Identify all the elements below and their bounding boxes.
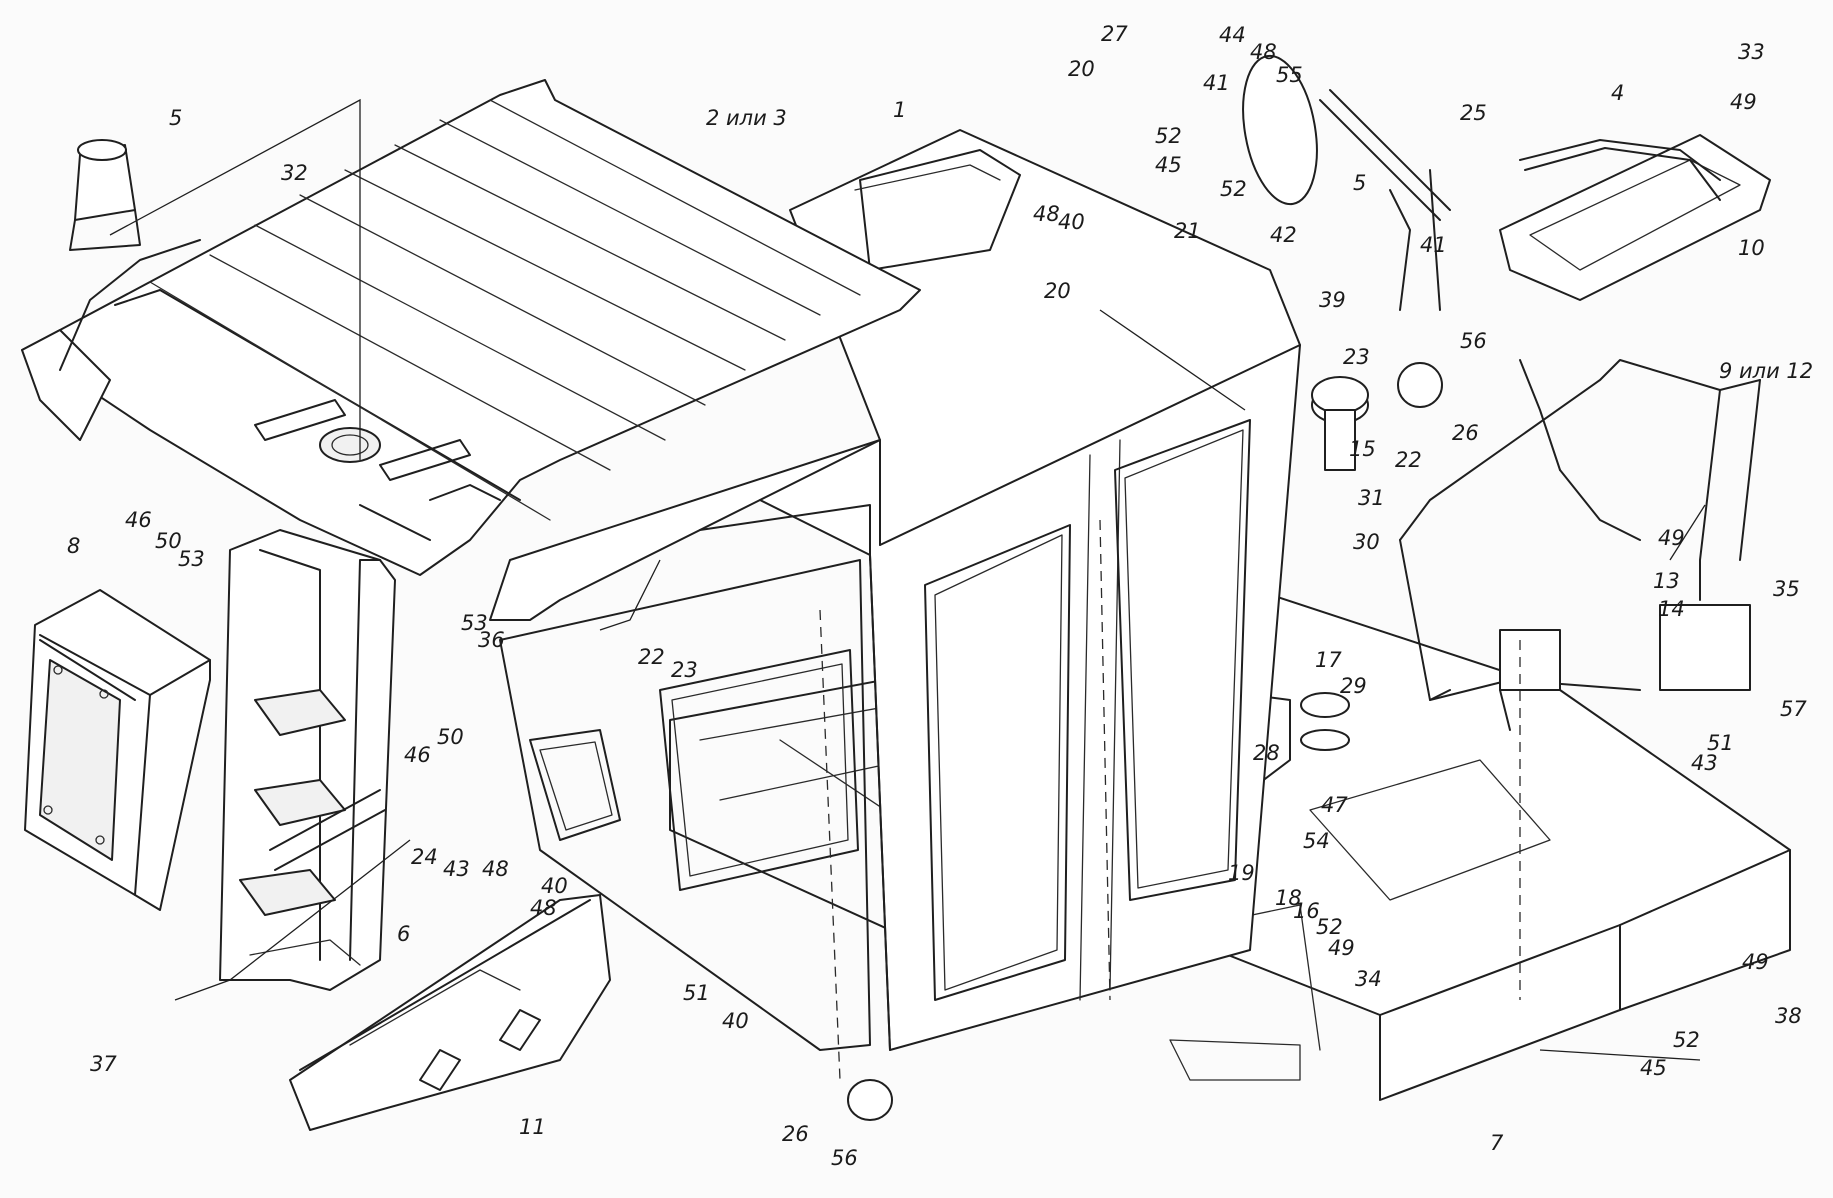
callout-54: 54 <box>1303 829 1330 853</box>
callout-34: 34 <box>1355 967 1382 991</box>
callout-40-ladder: 40 <box>541 874 568 898</box>
callout-25: 25 <box>1460 101 1487 125</box>
callout-53-box: 53 <box>178 547 205 571</box>
callout-56-top: 56 <box>1460 329 1487 353</box>
callout-14: 14 <box>1658 597 1685 621</box>
callout-21: 21 <box>1174 219 1201 243</box>
callout-48-top-right: 48 <box>1250 40 1277 64</box>
callout-49-bottom: 49 <box>1742 950 1769 974</box>
callout-19: 19 <box>1228 861 1255 885</box>
callout-23-washer: 23 <box>671 658 698 682</box>
callout-51-right: 51 <box>1707 731 1734 755</box>
callout-16: 16 <box>1293 899 1320 923</box>
callout-26-bottom: 26 <box>782 1122 809 1146</box>
callout-46-box: 46 <box>125 508 152 532</box>
tool-box <box>24 589 211 911</box>
callout-5-handle: 5 <box>1353 171 1366 195</box>
callout-4: 4 <box>1611 81 1624 105</box>
callout-40-top: 40 <box>1058 210 1085 234</box>
callout-45-top: 45 <box>1155 153 1182 177</box>
callout-44: 44 <box>1219 23 1246 47</box>
mirror-assembly <box>1242 54 1451 311</box>
callout-50-ladder: 50 <box>437 725 464 749</box>
callout-28: 28 <box>1253 741 1280 765</box>
cab-body <box>489 129 1301 1051</box>
callout-17: 17 <box>1315 648 1342 672</box>
callout-8: 8 <box>67 534 80 558</box>
callout-49-mid: 49 <box>1658 526 1685 550</box>
callout-35: 35 <box>1773 577 1800 601</box>
callout-43-ladder: 43 <box>443 857 470 881</box>
beacon-light <box>69 139 141 251</box>
callout-42: 42 <box>1270 223 1297 247</box>
callout-29: 29 <box>1340 674 1367 698</box>
safety-railing <box>1399 359 1761 731</box>
callout-48-ladder-a: 48 <box>482 857 509 881</box>
callout-43-right: 43 <box>1691 751 1718 775</box>
callout-2-or-3: 2 или 3 <box>706 106 787 130</box>
callout-11: 11 <box>519 1115 546 1139</box>
callout-52-mirror: 52 <box>1220 177 1247 201</box>
callout-45-bottom: 45 <box>1640 1056 1667 1080</box>
callout-9-or-12: 9 или 12 <box>1719 359 1813 383</box>
callout-52-bottom: 52 <box>1673 1028 1700 1052</box>
callout-32: 32 <box>281 161 308 185</box>
callout-46-ladder: 46 <box>404 743 431 767</box>
top-panel <box>1499 134 1771 301</box>
callout-52-top: 52 <box>1155 124 1182 148</box>
callout-41-top: 41 <box>1203 71 1230 95</box>
callout-27: 27 <box>1101 22 1128 46</box>
callout-1: 1 <box>893 98 906 122</box>
callout-41-handle: 41 <box>1420 233 1447 257</box>
callout-51-bottom: 51 <box>683 981 710 1005</box>
callout-18: 18 <box>1275 886 1302 910</box>
callout-50-box: 50 <box>155 529 182 553</box>
callout-20-bottom: 20 <box>1044 279 1071 303</box>
callout-49-floor: 49 <box>1328 936 1355 960</box>
callout-20-top: 20 <box>1068 57 1095 81</box>
callout-10: 10 <box>1738 236 1765 260</box>
callout-49-top: 49 <box>1730 90 1757 114</box>
callout-48-ladder-b: 48 <box>530 896 557 920</box>
callout-13: 13 <box>1653 569 1680 593</box>
callout-47: 47 <box>1321 793 1348 817</box>
callout-37: 37 <box>90 1052 117 1076</box>
fasteners <box>847 362 1751 1121</box>
callout-55: 55 <box>1276 63 1303 87</box>
callout-38: 38 <box>1775 1004 1802 1028</box>
callout-6: 6 <box>397 922 410 946</box>
callout-53-ladder: 53 <box>461 611 488 635</box>
roof-panel <box>21 79 921 576</box>
callout-48-top-left: 48 <box>1033 202 1060 226</box>
callout-57: 57 <box>1780 697 1807 721</box>
callout-30: 30 <box>1353 530 1380 554</box>
callout-31: 31 <box>1358 486 1385 510</box>
callout-15: 15 <box>1349 437 1376 461</box>
callout-26-top: 26 <box>1452 421 1479 445</box>
callout-36: 36 <box>478 628 505 652</box>
callout-23-top: 23 <box>1343 345 1370 369</box>
callout-39: 39 <box>1319 288 1346 312</box>
callout-22-base: 22 <box>1395 448 1422 472</box>
lower-guard <box>289 894 611 1131</box>
callout-40-bottom: 40 <box>722 1009 749 1033</box>
callout-33: 33 <box>1738 40 1765 64</box>
step-ladder <box>219 529 396 991</box>
callout-labels: 1 2 или 3 4 5 5 6 7 8 9 или 12 10 11 13 … <box>67 22 1813 1170</box>
callout-7: 7 <box>1490 1131 1504 1155</box>
callout-22-nut: 22 <box>638 645 665 669</box>
callout-5-beacon: 5 <box>169 106 182 130</box>
leader-lines <box>109 98 1706 1081</box>
callout-56-bottom: 56 <box>831 1146 858 1170</box>
callout-52-floor: 52 <box>1316 915 1343 939</box>
callout-24: 24 <box>411 845 438 869</box>
